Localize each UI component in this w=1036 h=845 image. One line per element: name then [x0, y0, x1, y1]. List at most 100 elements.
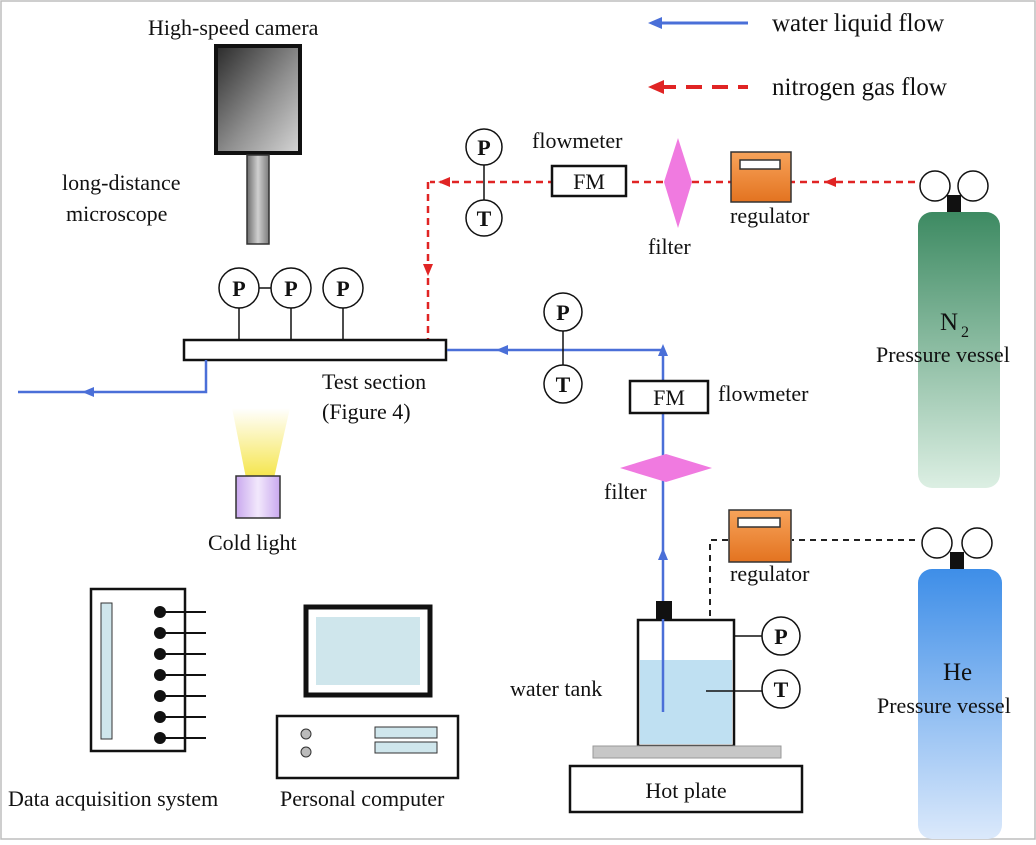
test-section-label-line1: Test section [322, 369, 426, 394]
pressure-gauge [465, 128, 503, 166]
legend-nitrogen-label: nitrogen gas flow [772, 74, 947, 101]
hot-plate: Hot plate [568, 745, 804, 814]
personal-computer: Personal computer [275, 604, 460, 811]
he-symbol: He [943, 659, 972, 686]
water-flow-line [18, 344, 668, 612]
temperature-gauge [465, 199, 503, 237]
gauge-p-label: P [284, 276, 297, 301]
light-beam-icon [232, 408, 290, 478]
regulator-display-icon [737, 517, 781, 528]
power-button-icon [300, 728, 312, 740]
tank-cap-icon [656, 601, 672, 619]
fm-top-label: FM [573, 169, 605, 194]
filter-icon [620, 454, 712, 482]
filter-mid-label: filter [604, 479, 647, 504]
drive-bay-icon [374, 741, 438, 754]
gas-gauges: P T [465, 128, 503, 237]
camera-body-icon [214, 44, 302, 155]
n2-subscript: 2 [961, 324, 969, 341]
temperature-gauge [543, 364, 583, 404]
filter-top-label: filter [648, 234, 691, 259]
gas-arrow-icon [824, 177, 836, 187]
regulator-display-icon [739, 159, 781, 170]
gauge-t-label: T [477, 206, 492, 231]
legend-water-label: water liquid flow [772, 10, 944, 37]
flowmeter-box [550, 164, 628, 198]
regulator-top: regulator [730, 151, 810, 228]
daq-display-strip [100, 602, 113, 740]
valve-knob-icon [921, 527, 953, 559]
valve-knob-icon [957, 170, 989, 202]
microscope-label-line1: long-distance [62, 170, 181, 195]
hot-plate-top [592, 745, 782, 759]
high-speed-camera: High-speed camera long-distance microsco… [62, 15, 319, 245]
cold-light: Cold light [208, 408, 297, 555]
water-arrow-icon [658, 344, 668, 356]
filter-mid: filter [604, 454, 712, 504]
pressure-gauge [322, 267, 364, 309]
valve-stem-icon [947, 195, 961, 213]
water-arrow-icon [658, 548, 668, 560]
filter-icon [664, 138, 692, 228]
pc-label: Personal computer [280, 786, 445, 811]
flowmeter-top-label: flowmeter [532, 128, 623, 153]
valve-knob-icon [919, 170, 951, 202]
he-cylinder-icon [918, 569, 1002, 839]
pressure-gauge [270, 267, 312, 309]
hot-plate-label: Hot plate [645, 778, 726, 803]
regulator-bottom-label: regulator [730, 561, 810, 586]
gauge-t-label: T [774, 677, 789, 702]
monitor-screen [316, 617, 420, 685]
water-tank-label: water tank [510, 676, 602, 701]
water-tank: P T water tank [510, 601, 801, 748]
gauge-p-label: P [556, 300, 569, 325]
legend: water liquid flow nitrogen gas flow [648, 10, 947, 101]
tank-water-fill [640, 660, 732, 744]
cold-light-label: Cold light [208, 530, 297, 555]
flowmeter-box [628, 379, 710, 415]
helium-gas-line [709, 539, 915, 618]
gauge-p-label: P [232, 276, 245, 301]
valve-knob-icon [961, 527, 993, 559]
fm-mid-label: FM [653, 385, 685, 410]
n2-pressure-vessel: N 2 Pressure vessel [876, 170, 1010, 488]
daq-connectors-icon [154, 606, 206, 744]
test-section-body [182, 338, 448, 362]
he-pressure-vessel: He Pressure vessel [877, 527, 1011, 839]
microscope-label-line2: microscope [66, 201, 167, 226]
filter-top: filter [648, 138, 692, 259]
camera-label: High-speed camera [148, 15, 319, 40]
legend-nitrogen-arrow-icon [648, 80, 664, 94]
gauge-t-label: T [556, 372, 571, 397]
test-section-label-line2: (Figure 4) [322, 399, 411, 424]
daq-label: Data acquisition system [8, 786, 218, 811]
data-acquisition-system: Data acquisition system [8, 587, 218, 811]
gauge-p-label: P [774, 624, 787, 649]
pressure-gauge [543, 292, 583, 332]
legend-water-arrow-icon [648, 17, 662, 29]
n2-vessel-label: Pressure vessel [876, 342, 1010, 367]
temperature-gauge [761, 669, 801, 709]
water-arrow-icon [82, 387, 94, 397]
he-vessel-label: Pressure vessel [877, 693, 1011, 718]
pressure-gauge [761, 616, 801, 656]
test-section: P P P Test section (Figure 4) [182, 267, 448, 424]
flowmeter-top: flowmeter FM [532, 128, 628, 198]
regulator-top-label: regulator [730, 203, 810, 228]
water-gauges: P T [543, 292, 583, 404]
regulator-bottom: regulator [728, 509, 810, 586]
gas-arrow-icon [438, 177, 450, 187]
gauge-p-label: P [336, 276, 349, 301]
gas-arrow-down-icon [423, 264, 433, 276]
water-arrow-icon [496, 345, 508, 355]
flowmeter-mid-label: flowmeter [718, 381, 809, 406]
drive-bay-icon [374, 726, 438, 739]
reset-button-icon [300, 746, 312, 758]
n2-symbol: N [940, 309, 958, 336]
lamp-icon [235, 475, 281, 519]
gauge-p-label: P [477, 135, 490, 160]
microscope-tube-icon [246, 154, 270, 245]
